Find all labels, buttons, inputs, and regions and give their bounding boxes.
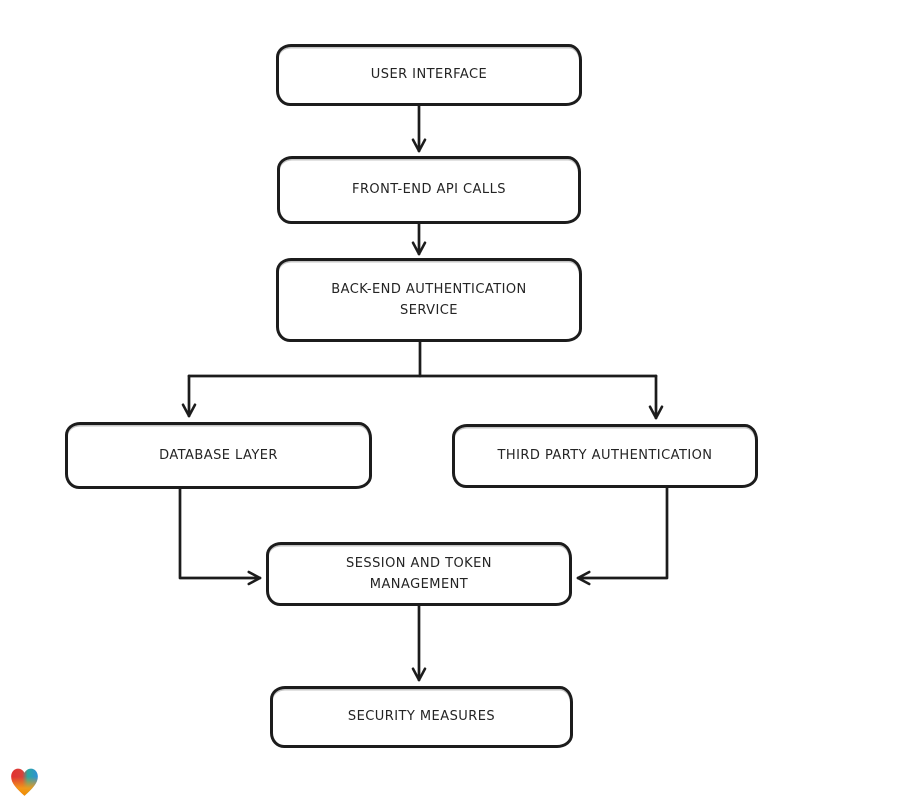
- node-label: THIRD PARTY AUTHENTICATION: [497, 448, 713, 464]
- heart-icon: [11, 768, 38, 796]
- node-label: FRONT-END API CALLS: [352, 182, 506, 198]
- node-back-end-authentication-service: BACK-END AUTHENTICATION SERVICE: [276, 258, 582, 342]
- node-database-layer: DATABASE LAYER: [65, 422, 372, 489]
- edge-thirdparty-to-session: [576, 486, 669, 586]
- node-label: USER INTERFACE: [370, 67, 488, 83]
- node-user-interface: USER INTERFACE: [276, 44, 582, 106]
- node-third-party-authentication: THIRD PARTY AUTHENTICATION: [452, 424, 758, 488]
- eraser-heart-logo[interactable]: [8, 764, 41, 799]
- node-label: SESSION AND TOKEN MANAGEMENT: [346, 555, 492, 592]
- node-label: DATABASE LAYER: [159, 447, 278, 463]
- node-session-and-token-management: SESSION AND TOKEN MANAGEMENT: [266, 542, 572, 606]
- node-front-end-api-calls: FRONT-END API CALLS: [277, 156, 581, 224]
- node-label: SECURITY MEASURES: [347, 709, 496, 725]
- node-security-measures: SECURITY MEASURES: [270, 686, 573, 748]
- edge-database-to-session: [178, 487, 262, 586]
- node-label: BACK-END AUTHENTICATION SERVICE: [331, 281, 527, 318]
